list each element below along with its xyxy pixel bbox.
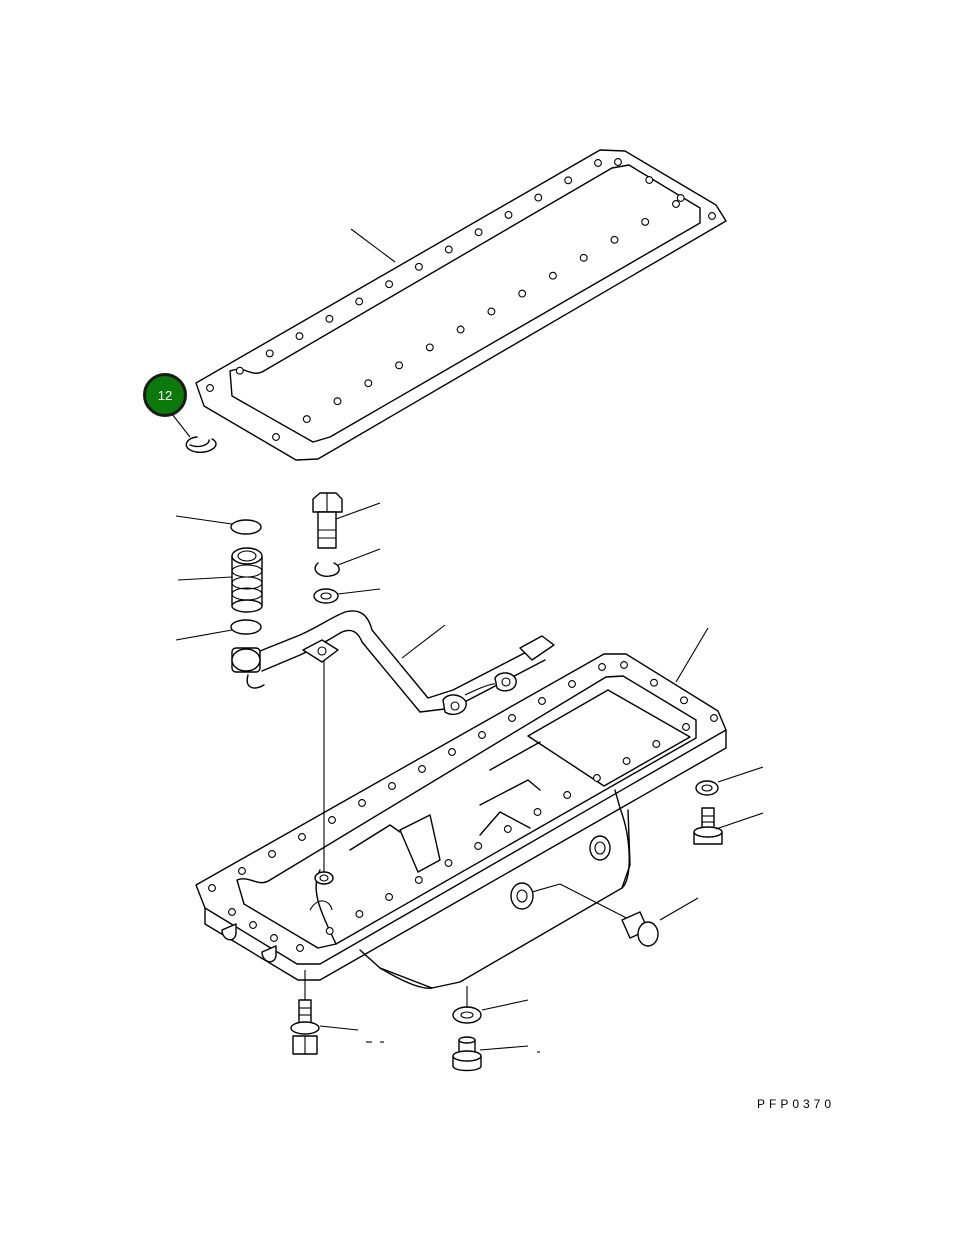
bolt-hole [487,307,496,316]
bolt-hole [414,876,423,884]
bolt-hole [268,850,276,858]
bolt-hole [395,361,404,370]
bolt-hole [676,194,685,202]
bottom-washer [452,1006,482,1024]
bolt-hole [358,799,366,807]
bolt-hole [474,228,483,237]
bolt-hole [682,723,690,731]
washer-right [695,780,719,796]
bottom-bolt [290,999,320,1055]
bolt-hole [478,731,486,739]
bolt-hole [328,816,336,824]
bolt-hole [296,944,304,952]
bolt-hole [652,740,661,748]
bolt-hole [710,714,718,722]
drain-plug [621,911,659,947]
bolt-hole [598,663,606,671]
bolt-hole [444,245,453,254]
spring-washer [314,562,340,578]
bolt-hole [302,415,311,424]
bolt-hole [333,397,342,406]
bolt-hole [238,867,246,875]
bolt-hole [641,217,650,226]
drawing-code: PFP0370 [757,1097,836,1111]
bolt-hole [538,697,546,705]
bolt-hole [568,680,576,688]
bolt-hole [680,696,688,705]
bolt-hole [622,757,631,765]
bolt-hole [206,384,214,392]
bolt-hole [414,262,423,271]
bolt-hole [444,859,453,867]
spacer-stack [231,547,263,613]
bolt-hole [672,200,680,208]
washer-part-12 [185,436,217,453]
bolt-hole [249,921,257,929]
bolt-hole [272,433,280,441]
bolt-hole [474,842,483,850]
bolt-hole [533,808,542,816]
bolt-hole [425,343,434,352]
bolt-hole [592,774,601,782]
bolt-hole [594,159,602,167]
callout-12[interactable]: 12 [143,373,187,417]
callout-leader [171,413,191,438]
bolt-hole [388,782,396,790]
bolt-hole [503,825,512,833]
bolt-hole [448,748,456,756]
bolt-hole [456,325,465,334]
bolt-hole [270,934,278,942]
bottom-plug [452,1036,482,1072]
flat-washer [313,588,339,604]
bolt-hole [534,193,543,202]
bolt-hole [650,678,658,687]
bolt-hole [620,661,628,669]
bolt-hole [563,791,572,799]
bolt-hole [614,158,622,166]
bolt-hole [265,349,274,358]
bolt-hole [228,908,236,916]
bolt-hole [295,332,304,341]
bolt-hole [418,765,426,773]
gasket [195,149,727,461]
o-ring-lower [230,619,262,635]
bolt-hole [355,297,364,306]
flange-bolt-right [693,807,723,845]
bolt-hole [325,927,334,935]
suction-pipe [231,610,555,716]
bolt-hole [325,314,334,323]
bolt-hole [610,235,619,244]
bolt-hole [504,210,513,219]
bolt-hole [518,289,527,298]
bolt [312,492,343,549]
bolt-hole [579,253,588,262]
bolt-hole [508,714,516,722]
bolt-hole [208,884,216,892]
bolt-hole [364,379,373,388]
bolt-hole [235,366,244,375]
bolt-hole [298,833,306,841]
bolt-hole [645,176,654,184]
o-ring-upper [230,519,262,535]
bolt-hole [564,176,573,185]
bolt-hole [708,212,716,220]
gasket-leader [350,228,396,263]
bolt-hole [355,910,364,918]
bolt-hole [385,893,394,901]
bolt-hole [385,280,394,289]
bolt-hole [548,271,557,280]
pan-washer-inner [314,871,334,885]
oil-pan [195,653,727,989]
